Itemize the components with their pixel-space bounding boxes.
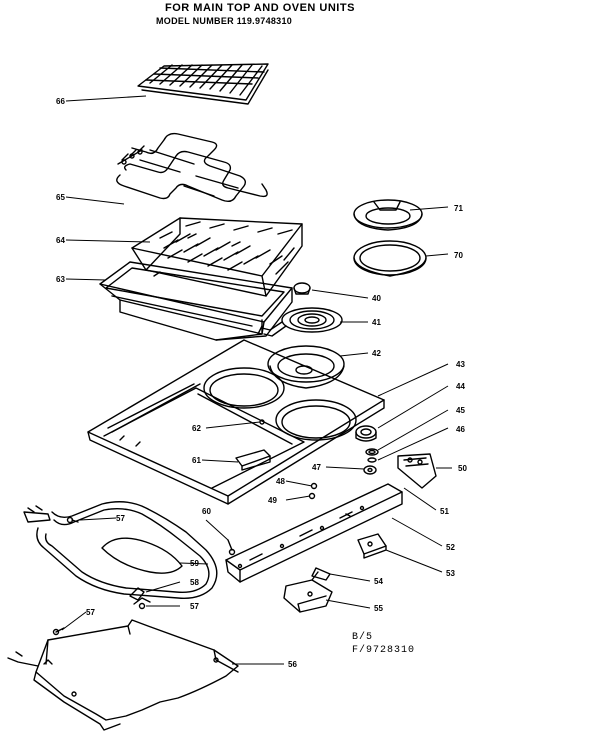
callout-47: 47 xyxy=(312,463,321,472)
callout-70: 70 xyxy=(454,251,463,260)
figure-reference: F/9728310 xyxy=(352,645,416,656)
panel-screw-part xyxy=(227,539,236,556)
trim-ring-part xyxy=(353,240,427,277)
callout-56: 56 xyxy=(288,660,297,669)
callout-57b: 57 xyxy=(190,602,199,611)
terminal-block-part xyxy=(293,282,311,295)
callout-40: 40 xyxy=(372,294,381,303)
broil-element-part xyxy=(116,132,268,203)
sheet-reference: B/5 xyxy=(352,632,374,643)
oven-bake-element-part xyxy=(23,501,218,599)
small-hardware-parts xyxy=(355,425,379,475)
callout-66: 66 xyxy=(56,97,65,106)
diagram-title: FOR MAIN TOP AND OVEN UNITS xyxy=(165,2,355,14)
control-knob-part xyxy=(357,533,387,559)
callout-44: 44 xyxy=(456,382,465,391)
callout-42: 42 xyxy=(372,349,381,358)
surface-burner-element-part xyxy=(257,307,343,337)
callout-57c: 57 xyxy=(86,608,95,617)
callout-51: 51 xyxy=(440,507,449,516)
callout-62: 62 xyxy=(192,424,201,433)
callout-60: 60 xyxy=(202,507,211,516)
callout-49: 49 xyxy=(268,496,277,505)
callout-63: 63 xyxy=(56,275,65,284)
burner-bowl-part xyxy=(353,199,423,231)
callout-71: 71 xyxy=(454,204,463,213)
top-hardware xyxy=(235,419,271,471)
callout-labels: 66 65 64 63 40 41 42 43 44 45 46 47 48 4… xyxy=(56,97,467,669)
control-panel-strip-part xyxy=(225,483,403,583)
callout-43: 43 xyxy=(456,360,465,369)
oven-screw-parts xyxy=(52,516,146,636)
callout-48: 48 xyxy=(276,477,285,486)
callout-45: 45 xyxy=(456,406,465,415)
callout-46: 46 xyxy=(456,425,465,434)
broil-rack-part xyxy=(137,63,269,105)
callout-54: 54 xyxy=(374,577,383,586)
control-switch-part xyxy=(397,453,437,489)
callout-50: 50 xyxy=(458,464,467,473)
oven-bottom-panel-part xyxy=(7,619,239,731)
callout-55: 55 xyxy=(374,604,383,613)
model-number: MODEL NUMBER 119.9748310 xyxy=(156,16,293,26)
element-bracket-part xyxy=(129,587,151,605)
bracket-part xyxy=(311,567,331,581)
callout-41: 41 xyxy=(372,318,381,327)
leader-lines xyxy=(61,95,452,665)
main-top-part xyxy=(87,339,385,505)
thermostat-part xyxy=(283,571,333,613)
callout-64: 64 xyxy=(56,236,65,245)
callout-59: 59 xyxy=(190,559,199,568)
callout-57a: 57 xyxy=(116,514,125,523)
callout-52: 52 xyxy=(446,543,455,552)
callout-65: 65 xyxy=(56,193,65,202)
callout-61: 61 xyxy=(192,456,201,465)
callout-58: 58 xyxy=(190,578,199,587)
callout-53: 53 xyxy=(446,569,455,578)
broil-pan-insert-part xyxy=(131,217,303,297)
